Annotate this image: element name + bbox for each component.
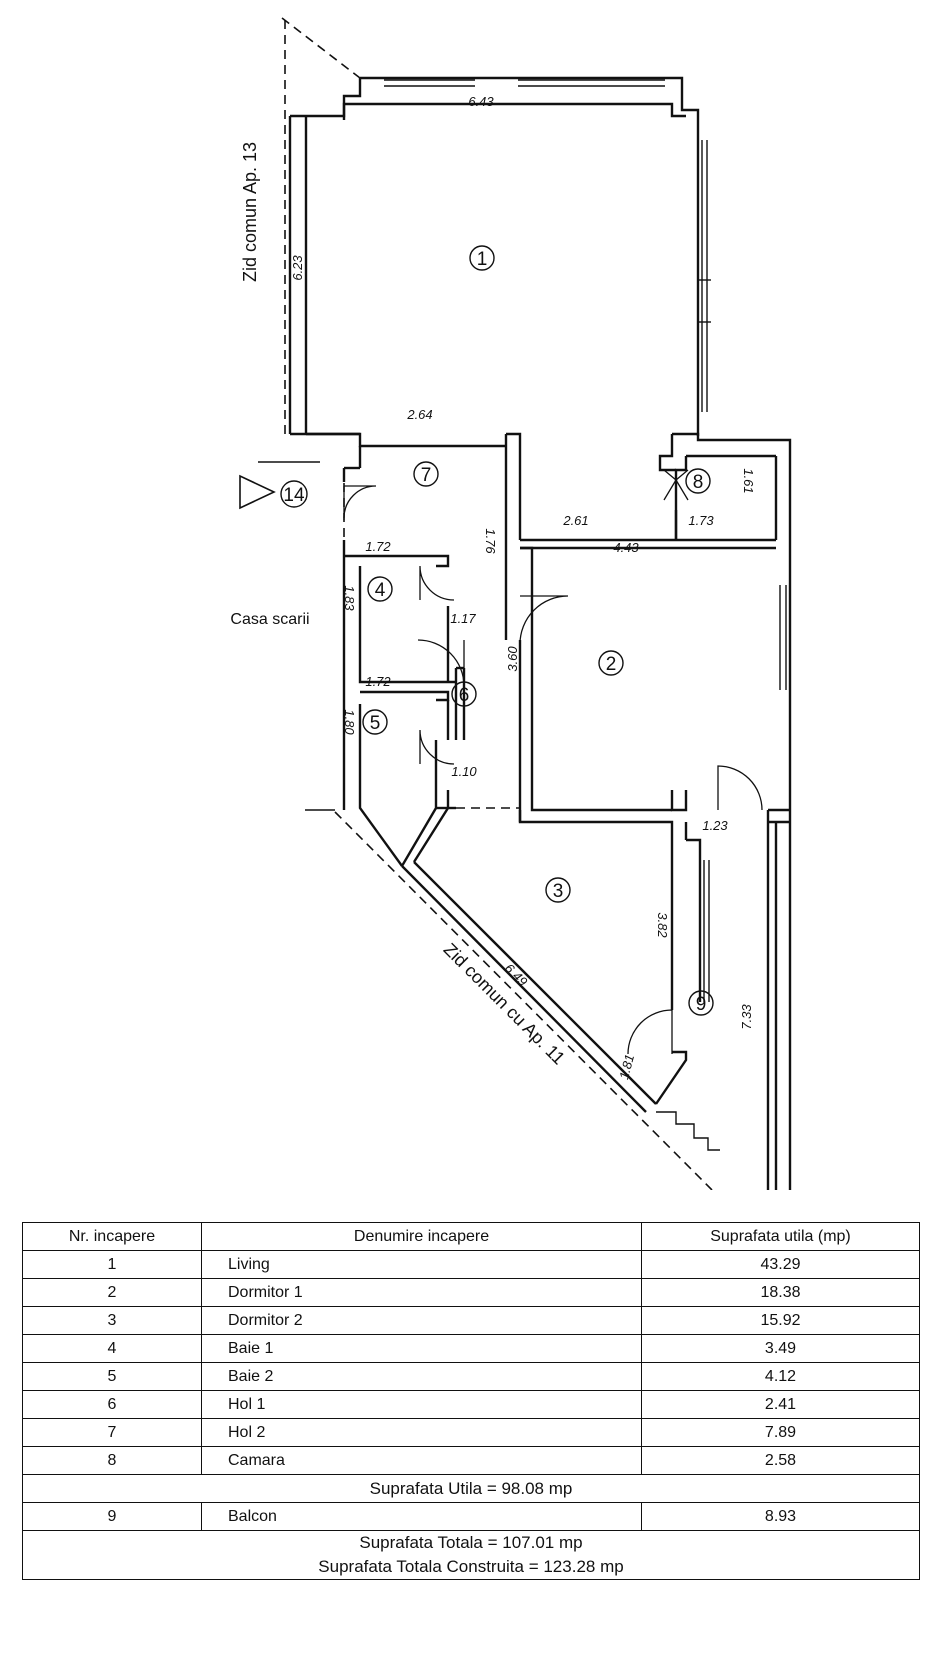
bedroom-2-walls xyxy=(401,838,720,1151)
entrance-arrow-icon xyxy=(239,474,276,510)
cell-area: 4.12 xyxy=(641,1362,920,1391)
cell-room-name: Baie 2 xyxy=(201,1362,642,1391)
cell-area: 43.29 xyxy=(641,1250,920,1279)
dim-bath1-height: 1.83 xyxy=(342,585,357,611)
header-area: Suprafata utila (mp) xyxy=(641,1222,920,1251)
table-row: 4 Baie 1 3.49 xyxy=(22,1334,920,1363)
total-area: Suprafata Totala = 107.01 mp xyxy=(359,1533,583,1552)
bedroom-1-walls xyxy=(518,546,688,840)
table-header-row: Nr. incapere Denumire incapere Suprafata… xyxy=(22,1222,920,1251)
room-number-8: 8 xyxy=(693,472,704,493)
built-area: Suprafata Totala Construita = 123.28 mp xyxy=(318,1557,624,1576)
label-stairwell: Casa scarii xyxy=(230,611,309,628)
table-row: 8 Camara 2.58 xyxy=(22,1446,920,1475)
cell-area: 15.92 xyxy=(641,1306,920,1335)
useful-area-total: Suprafata Utila = 98.08 mp xyxy=(22,1474,920,1503)
cell-area: 7.89 xyxy=(641,1418,920,1447)
cell-room-number: 3 xyxy=(22,1306,202,1335)
dim-balcony-door: 1.23 xyxy=(702,818,728,833)
cell-room-name: Balcon xyxy=(201,1502,642,1531)
dim-bath2-height: 1.80 xyxy=(342,709,357,735)
cell-room-number: 5 xyxy=(22,1362,202,1391)
table-row: 3 Dormitor 2 15.92 xyxy=(22,1306,920,1335)
dim-bedroom1-width: 4.43 xyxy=(613,540,639,555)
room-number-2: 2 xyxy=(606,654,617,675)
floor-plan: 1 2 3 4 5 6 7 8 9 14 6.43 6.23 2.64 1.76… xyxy=(230,17,792,1190)
dim-living-height: 6.23 xyxy=(290,255,305,281)
cell-room-number: 8 xyxy=(22,1446,202,1475)
dim-bedroom2-height: 3.82 xyxy=(655,912,670,938)
cell-area: 18.38 xyxy=(641,1278,920,1307)
table-row: 6 Hol 1 2.41 xyxy=(22,1390,920,1419)
dim-bath1-width: 1.72 xyxy=(365,539,391,554)
cell-room-name: Dormitor 1 xyxy=(201,1278,642,1307)
room-number-5: 5 xyxy=(370,713,381,734)
header-room-number: Nr. incapere xyxy=(22,1222,202,1251)
cell-room-number: 4 xyxy=(22,1334,202,1363)
useful-area-total-row: Suprafata Utila = 98.08 mp xyxy=(22,1474,920,1503)
cell-room-number: 9 xyxy=(22,1502,202,1531)
cell-room-name: Camara xyxy=(201,1446,642,1475)
room-number-6: 6 xyxy=(459,685,470,706)
cell-room-name: Hol 1 xyxy=(201,1390,642,1419)
cell-room-number: 7 xyxy=(22,1418,202,1447)
room-number-3: 3 xyxy=(553,881,564,902)
table-row: 7 Hol 2 7.89 xyxy=(22,1418,920,1447)
dim-hall1-lower: 1.10 xyxy=(451,764,477,779)
cell-room-name: Baie 1 xyxy=(201,1334,642,1363)
dim-pantry-height: 1.61 xyxy=(741,468,756,493)
table-row: 1 Living 43.29 xyxy=(22,1250,920,1279)
room-number-1: 1 xyxy=(477,249,488,270)
dim-bedroom2-diagonal: 6.49 xyxy=(502,961,531,990)
label-shared-wall-ap11: Zid comun cu Ap. 11 xyxy=(440,939,569,1068)
total-area-row: Suprafata Totala = 107.01 mp Suprafata T… xyxy=(22,1530,920,1580)
room-number-4: 4 xyxy=(375,580,386,601)
cell-area: 2.41 xyxy=(641,1390,920,1419)
header-room-name: Denumire incapere xyxy=(201,1222,642,1251)
dim-corridor: 2.61 xyxy=(562,513,588,528)
area-table: Nr. incapere Denumire incapere Suprafata… xyxy=(22,1222,920,1580)
living-room-walls xyxy=(288,76,711,436)
dim-hall1-upper: 1.17 xyxy=(450,611,476,626)
cell-area: 8.93 xyxy=(641,1502,920,1531)
cell-room-name: Dormitor 2 xyxy=(201,1306,642,1335)
shared-walls xyxy=(258,17,713,1190)
dim-bedroom1-height: 3.60 xyxy=(505,646,520,672)
label-shared-wall-ap13: Zid comun Ap. 13 xyxy=(240,142,260,282)
cell-room-number: 6 xyxy=(22,1390,202,1419)
dim-pantry-width: 1.73 xyxy=(688,513,714,528)
total-area-cell: Suprafata Totala = 107.01 mp Suprafata T… xyxy=(22,1530,920,1580)
dim-living-width: 6.43 xyxy=(468,94,494,109)
cell-room-name: Hol 2 xyxy=(201,1418,642,1447)
room-number-7: 7 xyxy=(421,465,432,486)
cell-room-number: 1 xyxy=(22,1250,202,1279)
dimension-labels: 6.43 6.23 2.64 1.76 2.61 1.73 1.61 4.43 … xyxy=(290,94,756,1081)
cell-room-number: 2 xyxy=(22,1278,202,1307)
cell-area: 2.58 xyxy=(641,1446,920,1475)
dim-hall2-width: 2.64 xyxy=(406,407,432,422)
table-row: 2 Dormitor 1 18.38 xyxy=(22,1278,920,1307)
doors xyxy=(343,469,763,1055)
table-row: 9 Balcon 8.93 xyxy=(22,1502,920,1531)
middle-walls xyxy=(290,432,792,1190)
dim-balcony-length: 7.33 xyxy=(739,1004,754,1030)
room-number-14: 14 xyxy=(283,485,305,506)
balcony-walls xyxy=(766,808,790,1190)
dim-bedroom2-bottom: 1.81 xyxy=(616,1053,637,1081)
hallway-and-bath-walls xyxy=(342,446,522,867)
cell-area: 3.49 xyxy=(641,1334,920,1363)
cell-room-name: Living xyxy=(201,1250,642,1279)
dim-bath2-width: 1.72 xyxy=(365,674,391,689)
dim-hall2-height: 1.76 xyxy=(483,528,498,554)
room-markers: 1 2 3 4 5 6 7 8 9 14 xyxy=(280,245,714,1016)
room-number-9: 9 xyxy=(696,994,707,1015)
table-row: 5 Baie 2 4.12 xyxy=(22,1362,920,1391)
